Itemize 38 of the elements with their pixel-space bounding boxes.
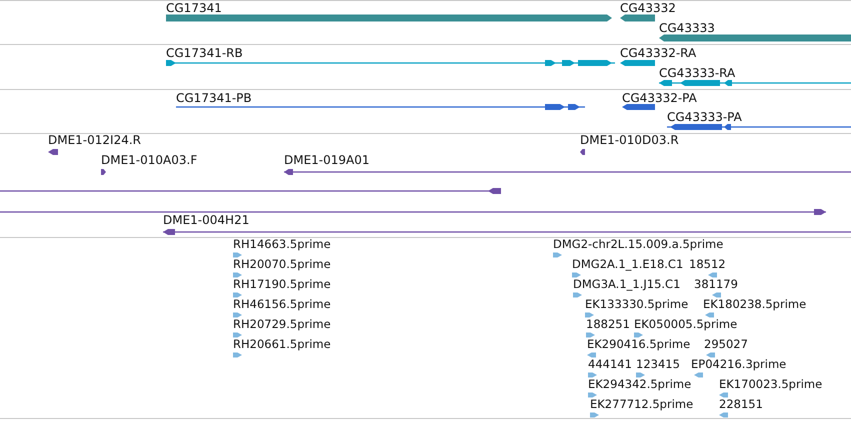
feature-label: 123415 xyxy=(636,357,680,371)
feature-label: 381179 xyxy=(694,277,738,291)
feature-label: EK170023.5prime xyxy=(719,377,822,391)
feature-label: EK290416.5prime xyxy=(587,337,690,351)
feature-label: RH20729.5prime xyxy=(233,317,331,331)
feature-label: DMG3A.1_1.J15.C1 xyxy=(573,277,680,291)
feature-label: 228151 xyxy=(719,397,763,411)
feature-label: EK180238.5prime xyxy=(703,297,806,311)
feature-label: CG43333-RA xyxy=(659,66,736,80)
feature-label: CG17341-PB xyxy=(176,91,252,105)
feature-label: 444141 xyxy=(588,357,632,371)
feature-label: RH46156.5prime xyxy=(233,297,331,311)
feature-label: DME1-012I24.R xyxy=(48,133,142,147)
feature-label: DME1-010A03.F xyxy=(101,153,198,167)
feature-label: DMG2-chr2L.15.009.a.5prime xyxy=(553,237,724,251)
feature-label: 18512 xyxy=(689,257,726,271)
feature-label: CG17341-RB xyxy=(166,46,243,60)
feature-label: RH14663.5prime xyxy=(233,237,331,251)
feature-label: CG43333 xyxy=(659,21,715,35)
feature-label: DME1-019A01 xyxy=(284,153,370,167)
feature-label: EP04216.3prime xyxy=(691,357,786,371)
feature-label: RH20661.5prime xyxy=(233,337,331,351)
feature-label: 188251 xyxy=(586,317,630,331)
feature-label: CG43332-RA xyxy=(620,46,696,60)
feature-label: RH17190.5prime xyxy=(233,277,331,291)
feature-label: EK050005.5prime xyxy=(634,317,738,331)
feature-label: DME1-010D03.R xyxy=(580,133,679,147)
feature-label: EK133330.5prime xyxy=(585,297,688,311)
feature-label: EK294342.5prime xyxy=(588,377,692,391)
feature-label: DMG2A.1_1.E18.C1 xyxy=(572,257,684,271)
feature-label: CG17341 xyxy=(166,1,222,15)
feature-label: EK277712.5prime xyxy=(590,397,694,411)
feature-label: DME1-004H21 xyxy=(163,213,250,227)
feature-label: CG43333-PA xyxy=(667,110,742,124)
feature-label: CG43332 xyxy=(620,1,676,15)
feature-label: CG43332-PA xyxy=(622,91,697,105)
feature-label: RH20070.5prime xyxy=(233,257,331,271)
feature-label: 295027 xyxy=(704,337,748,351)
